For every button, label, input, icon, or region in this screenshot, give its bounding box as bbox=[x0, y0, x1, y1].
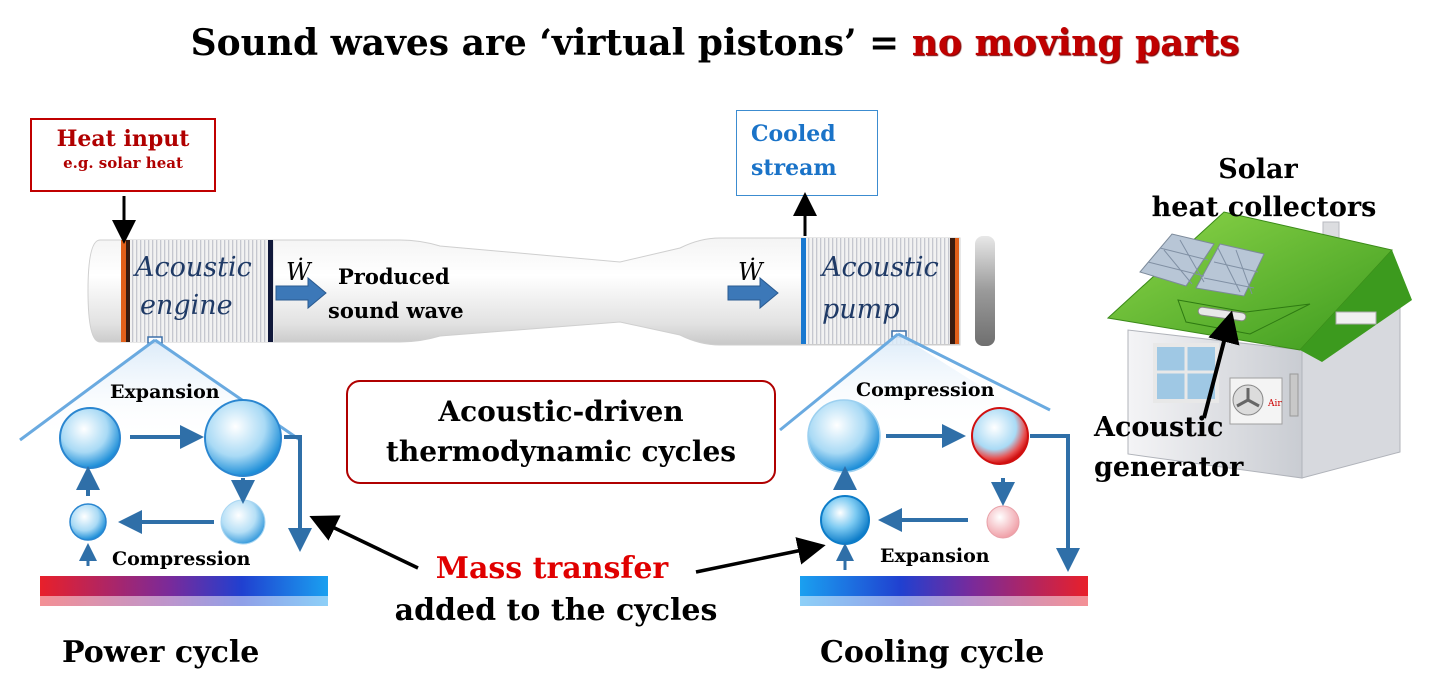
cooling-cycle-top-label: Compression bbox=[856, 379, 995, 401]
solar-panels bbox=[1139, 233, 1265, 297]
pump-stack bbox=[806, 238, 954, 344]
cooling-cycle-diagram bbox=[779, 332, 1088, 606]
ac-label: Air bbox=[1267, 399, 1282, 409]
power-sphere-top-right bbox=[204, 399, 282, 477]
work-symbol-engine: Ẇ bbox=[286, 257, 313, 286]
cooled-stream-line1: Cooled bbox=[751, 121, 836, 147]
engine-hot-exchanger bbox=[121, 240, 126, 342]
cooling-sphere-bottom-right bbox=[986, 505, 1020, 539]
cooling-sphere-bottom-left bbox=[820, 495, 870, 545]
heat-input-box: Heat input e.g. solar heat bbox=[30, 118, 216, 192]
mass-arrow-left bbox=[309, 515, 419, 570]
collectors-label-line1: Solar bbox=[1218, 154, 1298, 185]
house-illustration: Air bbox=[1106, 211, 1412, 479]
work-symbol-pump: Ẇ bbox=[738, 257, 765, 286]
page-title: Sound waves are ‘virtual pistons’ = no m… bbox=[0, 22, 1430, 64]
cooling-cycle-bottom-label: Expansion bbox=[880, 545, 990, 567]
power-cycle-diagram bbox=[19, 338, 328, 606]
ac-unit: Air bbox=[1229, 377, 1283, 425]
cycles-callout-box: Acoustic-driven thermodynamic cycles bbox=[346, 380, 776, 484]
collectors-label-line2: heat collectors bbox=[1152, 192, 1377, 223]
power-sphere-bottom-right bbox=[220, 499, 266, 545]
pump-label-line1: Acoustic bbox=[819, 252, 939, 283]
engine-label-line2: engine bbox=[140, 290, 233, 321]
engine-label-line1: Acoustic bbox=[132, 252, 252, 283]
generator-label-line2: generator bbox=[1094, 452, 1244, 483]
heat-input-label: Heat input bbox=[56, 126, 190, 152]
cooling-cycle-caption: Cooling cycle bbox=[820, 635, 1044, 670]
generator-label-line1: Acoustic bbox=[1093, 412, 1223, 443]
cooled-stream-box: Cooled stream bbox=[736, 110, 878, 196]
power-cycle-bottom-label: Compression bbox=[112, 548, 251, 570]
engine-stack bbox=[124, 240, 274, 342]
mass-transfer-label: Mass transfer bbox=[436, 551, 670, 586]
cycles-callout-line1: Acoustic-driven bbox=[438, 395, 684, 428]
tube-end-cap bbox=[975, 236, 995, 346]
power-cycle-caption: Power cycle bbox=[62, 635, 259, 670]
mass-transfer-sublabel: added to the cycles bbox=[395, 593, 718, 628]
cooling-sphere-top-left bbox=[807, 399, 881, 473]
cycles-callout-line2: thermodynamic cycles bbox=[385, 435, 737, 468]
work-arrow-pump bbox=[727, 276, 779, 310]
mass-arrow-right bbox=[695, 537, 826, 574]
pump-cold-exchanger bbox=[801, 238, 806, 344]
power-cycle-top-label: Expansion bbox=[110, 381, 220, 403]
produced-sound-line1: Produced bbox=[338, 264, 450, 289]
power-sphere-bottom-left bbox=[69, 503, 107, 541]
engine-cold-exchanger bbox=[268, 240, 273, 342]
pump-hot-exchanger bbox=[955, 238, 959, 344]
pump-label-line2: pump bbox=[822, 294, 900, 325]
produced-sound-line2: sound wave bbox=[328, 298, 464, 323]
power-sphere-top-left bbox=[59, 407, 121, 469]
cooling-sphere-top-right bbox=[971, 407, 1029, 465]
title-highlight: no moving parts bbox=[911, 22, 1240, 64]
acoustic-tube bbox=[87, 236, 995, 346]
acoustic-generator-arrow bbox=[1202, 310, 1240, 419]
cooled-stream-line2: stream bbox=[751, 155, 837, 181]
heat-input-example: e.g. solar heat bbox=[63, 154, 183, 172]
title-prefix: Sound waves are ‘virtual pistons’ = bbox=[190, 22, 912, 64]
work-arrow-engine bbox=[275, 276, 327, 310]
